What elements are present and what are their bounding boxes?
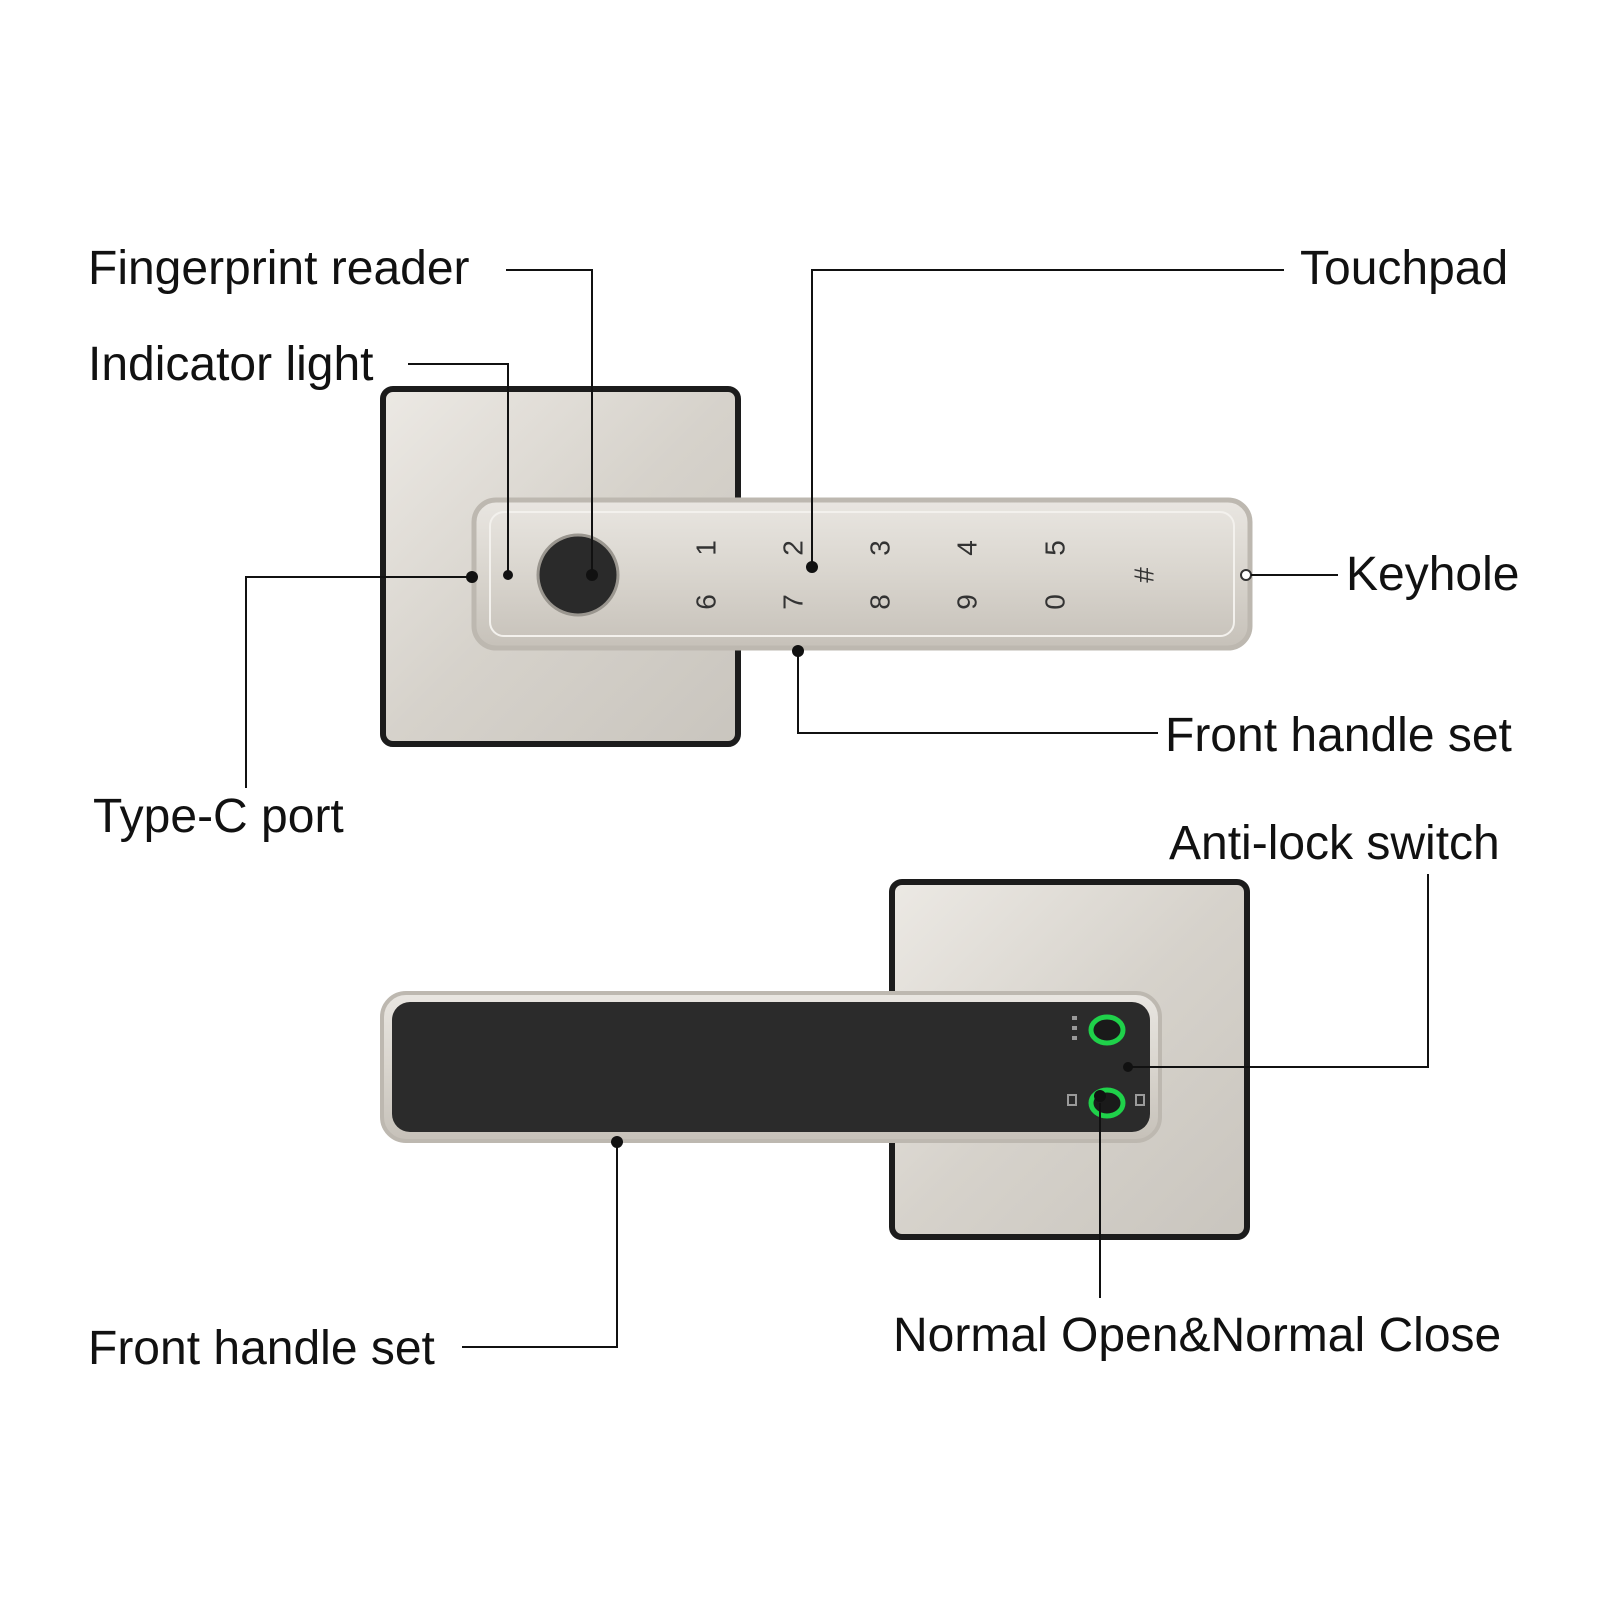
label-type-c-port: Type-C port xyxy=(93,790,344,843)
anti-lock-switch-knob xyxy=(1088,1014,1126,1046)
label-touchpad: Touchpad xyxy=(1300,242,1509,295)
callout-typec xyxy=(245,576,472,788)
back-lock xyxy=(380,879,1250,1240)
keypad-top-row: 1 2 3 4 5 xyxy=(691,540,1071,556)
keypad-key-7: 7 xyxy=(778,594,809,610)
label-anti-lock-switch: Anti-lock switch xyxy=(1169,817,1500,870)
keypad-key-0: 0 xyxy=(1040,594,1071,610)
keypad-key-5: 5 xyxy=(1040,540,1071,556)
callout-front-bottom xyxy=(462,1142,618,1348)
callout-front-top xyxy=(797,651,1158,734)
keyhole-mark xyxy=(1240,569,1252,581)
front-lock: 1 2 3 4 5 6 7 8 9 0 # xyxy=(380,386,1253,747)
keypad-key-8: 8 xyxy=(865,594,896,610)
keypad-key-4: 4 xyxy=(952,540,983,556)
keypad-hash: # xyxy=(1129,567,1160,583)
label-fingerprint-reader: Fingerprint reader xyxy=(88,242,470,295)
label-normal-open-close: Normal Open&Normal Close xyxy=(893,1309,1502,1362)
callout-antilock xyxy=(1128,874,1429,1068)
keypad-bottom-row: 6 7 8 9 0 xyxy=(691,594,1071,610)
keypad-key-9: 9 xyxy=(952,594,983,610)
label-front-handle-set-bottom: Front handle set xyxy=(88,1322,435,1375)
callout-touchpad xyxy=(811,269,1284,567)
label-front-handle-set-top: Front handle set xyxy=(1165,709,1512,762)
callout-lines xyxy=(245,269,1429,1348)
keypad-key-3: 3 xyxy=(865,540,896,556)
label-indicator-light: Indicator light xyxy=(88,338,374,391)
callout-dots xyxy=(466,561,1133,1148)
fingerprint-sensor xyxy=(536,533,620,617)
callout-fingerprint xyxy=(506,269,593,575)
label-keyhole: Keyhole xyxy=(1346,548,1520,601)
keypad-key-1: 1 xyxy=(691,540,722,556)
keypad-key-6: 6 xyxy=(691,594,722,610)
keypad-key-2: 2 xyxy=(778,540,809,556)
back-handle xyxy=(392,1002,1150,1132)
callout-indicator xyxy=(408,363,509,575)
